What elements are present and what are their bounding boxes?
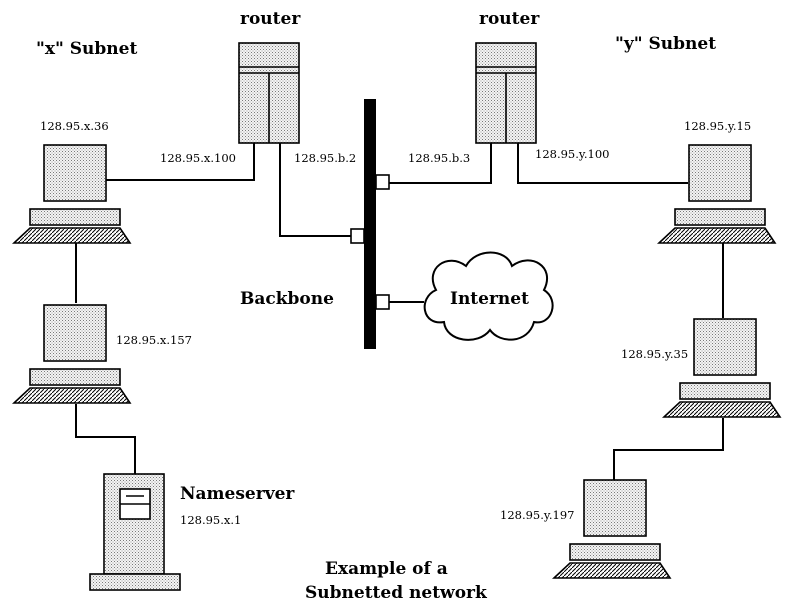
link-left-router-backbone: [279, 143, 352, 237]
host-y35-ip: 128.95.y.35: [621, 347, 688, 361]
router-right: router 128.95.b.3 128.95.y.100: [408, 9, 609, 165]
link-x36-router: [106, 143, 255, 181]
x-subnet-label: "x" Subnet: [36, 39, 137, 59]
backbone-bar: [364, 99, 376, 349]
cloud-icon: [423, 251, 554, 341]
router-right-subnet-ip: 128.95.y.100: [535, 147, 609, 161]
host-x36: 128.95.x.36: [13, 119, 131, 244]
nameserver: Nameserver 128.95.x.1: [89, 473, 295, 591]
host-y15-ip: 128.95.y.15: [684, 119, 751, 133]
router-left-subnet-ip: 128.95.x.100: [160, 151, 236, 165]
y-subnet-label: "y" Subnet: [615, 34, 716, 54]
router-icon: [475, 42, 537, 144]
host-y197: 128.95.y.197: [500, 479, 671, 579]
workstation-icon: [658, 144, 776, 244]
nameserver-label: Nameserver: [180, 484, 295, 504]
caption-line-2: Subnetted network: [305, 583, 488, 603]
host-x157-ip: 128.95.x.157: [116, 333, 192, 347]
link-x157-nameserver: [75, 404, 136, 474]
internet-cloud: Internet: [423, 251, 554, 341]
workstation-icon: [553, 479, 671, 579]
workstation-icon: [13, 144, 131, 244]
host-x36-ip: 128.95.x.36: [40, 119, 109, 133]
caption-line-1: Example of a: [325, 559, 448, 579]
backbone-label: Backbone: [240, 289, 334, 309]
router-icon: [238, 42, 300, 144]
link-right-router-y15: [517, 143, 688, 184]
backbone-port-b3: [375, 174, 390, 190]
router-left-backbone-ip: 128.95.b.2: [294, 151, 356, 165]
workstation-icon: [663, 318, 781, 418]
host-y15: 128.95.y.15: [658, 119, 776, 244]
host-y35: 128.95.y.35: [621, 318, 781, 418]
link-right-router-backbone: [389, 143, 492, 184]
server-base: [89, 573, 181, 591]
router-right-label: router: [479, 9, 540, 29]
backbone: Backbone: [240, 99, 390, 349]
router-right-backbone-ip: 128.95.b.3: [408, 151, 470, 165]
router-left: router 128.95.x.100 128.95.b.2: [160, 9, 356, 165]
router-left-label: router: [240, 9, 301, 29]
link-y35-y197: [613, 418, 724, 480]
network-links: [75, 143, 724, 480]
workstation-icon: [13, 304, 131, 404]
host-y197-ip: 128.95.y.197: [500, 508, 574, 522]
internet-label: Internet: [450, 289, 529, 309]
nameserver-ip: 128.95.x.1: [180, 513, 241, 527]
host-x157: 128.95.x.157: [13, 304, 192, 404]
backbone-port-internet: [375, 294, 390, 310]
backbone-port-b2: [350, 228, 365, 244]
